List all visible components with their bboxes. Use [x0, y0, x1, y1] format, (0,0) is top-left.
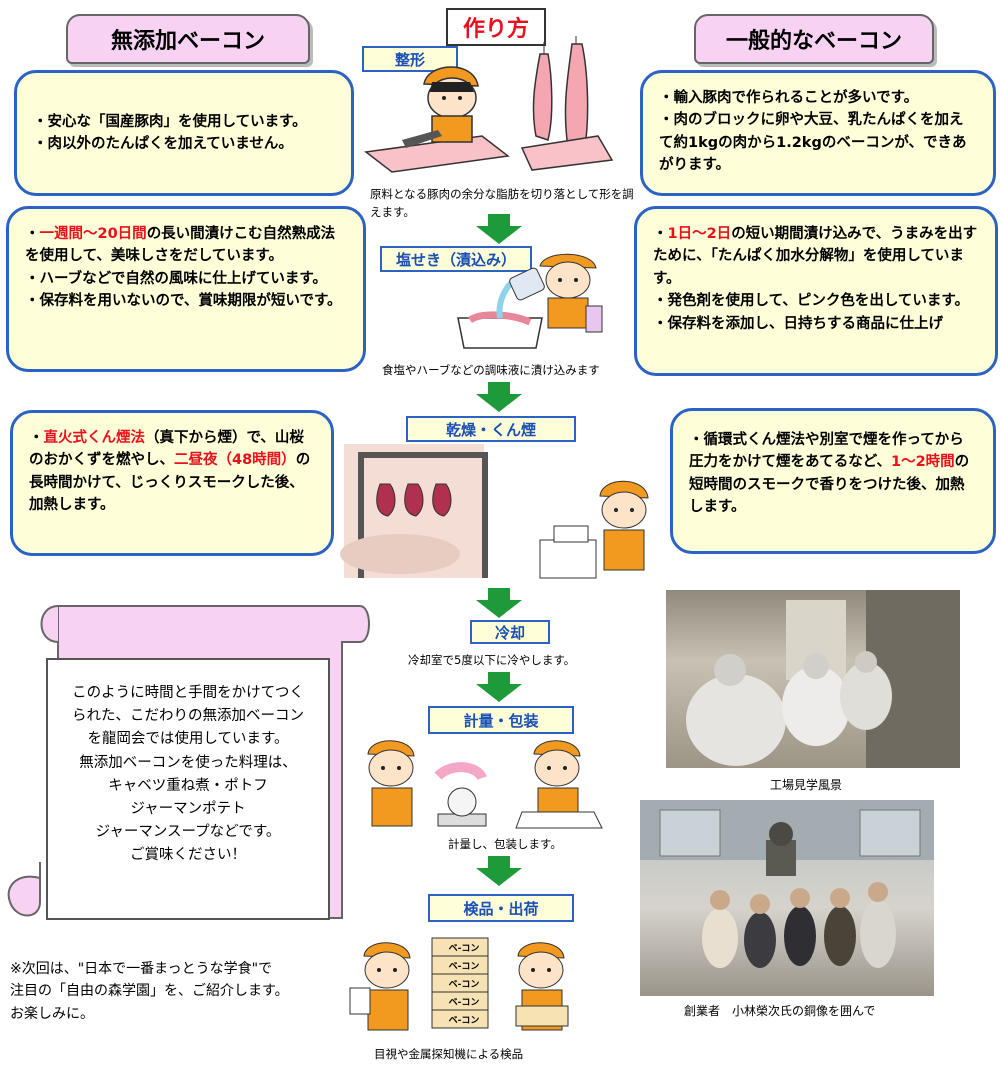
step2-illustration	[457, 253, 603, 349]
card-text: ・安心な「国産豚肉」を使用しています。	[33, 114, 307, 130]
card-line: ・一週間～20日間の長い間漬けこむ自然熟成法を使用して、美味しさをだしています。	[25, 223, 347, 268]
step-label-4: 冷却	[470, 620, 550, 644]
card-line: ・肉以外のたんぱくを加えていません。	[33, 133, 335, 155]
step-caption-6: 目視や金属探知機による検品	[374, 1047, 524, 1061]
step-label-2: 塩せき（漬込み）	[380, 246, 532, 272]
box-label: ベ-コン	[448, 980, 480, 990]
step-caption-2: 食塩やハーブなどの調味液に漬け込みます	[382, 363, 600, 377]
right-card-2: ・1日～2日の短い期間漬け込みで、うまみを出すために、「たんぱく加水分解物」を使…	[634, 206, 998, 376]
card-text: ・	[29, 430, 44, 446]
card-line: ・直火式くん煙法（真下から煙）で、山桜のおかくずを燃やし、二昼夜（48時間）の長…	[29, 427, 315, 517]
card-text: の長時間かけて、じっくりスモークした後、加熱します。	[29, 452, 311, 514]
footer-line: ※次回は、"日本で一番まっとうな学食"で	[10, 961, 273, 977]
left-card-2: ・一週間～20日間の長い間漬けこむ自然熟成法を使用して、美味しさをだしています。…	[6, 206, 366, 372]
box-label: ベ-コン	[448, 1016, 480, 1026]
step-label-1: 整形	[362, 46, 458, 72]
factory-tour-photo	[666, 590, 960, 768]
card-line: ・保存料を添加し、日持ちする商品に仕上げ	[653, 313, 979, 335]
photo-caption-1: 工場見学風景	[770, 778, 843, 792]
highlight-text: 1日～2日	[667, 226, 732, 242]
card-line: ・発色剤を使用して、ピンク色を出しています。	[653, 290, 979, 312]
card-text: （真下から煙）で、山桜のおかくずを燃やし、	[29, 430, 304, 469]
card-text: の長い間漬けこむ自然熟成法を使用して、美味しさをだしています。	[25, 226, 336, 265]
photo-caption-2: 創業者 小林榮次氏の銅像を囲んで	[684, 1004, 876, 1018]
scroll-line: を龍岡会では使用しています。	[87, 731, 289, 748]
card-text: ・発色剤を使用して、ピンク色を出しています。	[653, 293, 969, 310]
right-card-1-text: ・輸入豚肉で作られることが多いです。・肉のブロックに卵や大豆、乳たんぱくを加えて…	[659, 87, 977, 177]
scroll-line: キャベツ重ね煮・ポトフ	[108, 777, 268, 794]
highlight-text: 一週間～20日間	[39, 226, 147, 242]
card-text: ・保存料を用いないので、賞味期限が短いです。	[25, 293, 342, 310]
arrow-down-icon	[476, 214, 522, 244]
footer-line: お楽しみに。	[10, 1005, 94, 1022]
step-label-5: 計量・包装	[428, 706, 574, 734]
step3-illustration	[340, 444, 649, 579]
footer-note: ※次回は、"日本で一番まっとうな学食"で 注目の「自由の森学園」を、ご紹介します…	[10, 958, 340, 1025]
founder-statue-photo	[640, 800, 934, 996]
arrow-down-icon	[476, 382, 522, 412]
scroll-line: 無添加ベーコンを使った料理は、	[79, 754, 297, 771]
card-line: ・循環式くん煙法や別室で煙を作ってから圧力をかけて煙をあてるなど、1～2時間の短…	[689, 429, 977, 519]
page-title: 作り方	[446, 8, 546, 46]
card-line: ・輸入豚肉で作られることが多いです。	[659, 87, 977, 109]
card-text: の短時間のスモークで香りをつけた後、加熱します。	[689, 454, 970, 516]
card-line: ・保存料を用いないので、賞味期限が短いです。	[25, 290, 347, 312]
box-label: ベ-コン	[448, 998, 480, 1008]
scroll-message: このように時間と手間をかけてつく られた、こだわりの無添加ベーコン を龍岡会では…	[46, 658, 330, 920]
right-card-3-text: ・循環式くん煙法や別室で煙を作ってから圧力をかけて煙をあてるなど、1～2時間の短…	[689, 429, 977, 519]
step-label-3: 乾燥・くん煙	[406, 416, 576, 442]
left-card-2-text: ・一週間～20日間の長い間漬けこむ自然熟成法を使用して、美味しさをだしています。…	[25, 223, 347, 313]
card-text: ・保存料を添加し、日持ちする商品に仕上げ	[653, 315, 943, 332]
right-card-2-text: ・1日～2日の短い期間漬け込みで、うまみを出すために、「たんぱく加水分解物」を使…	[653, 223, 979, 335]
card-text: ・肉のブロックに卵や大豆、乳たんぱくを加えて約1kgの肉から1.2kgのベーコン…	[659, 112, 967, 174]
step5-illustration	[367, 740, 603, 829]
card-text: ・	[25, 226, 40, 242]
right-card-1: ・輸入豚肉で作られることが多いです。・肉のブロックに卵や大豆、乳たんぱくを加えて…	[640, 70, 996, 196]
right-card-3: ・循環式くん煙法や別室で煙を作ってから圧力をかけて煙をあてるなど、1～2時間の短…	[670, 408, 996, 554]
arrow-down-icon	[476, 856, 522, 886]
left-tab: 無添加ベーコン	[66, 14, 310, 64]
box-label: ベ-コン	[448, 944, 480, 954]
step1-illustration	[364, 36, 614, 173]
box-label: ベ-コン	[448, 962, 480, 972]
card-text: ・肉以外のたんぱくを加えていません。	[33, 136, 293, 153]
left-card-3: ・直火式くん煙法（真下から煙）で、山桜のおかくずを燃やし、二昼夜（48時間）の長…	[10, 410, 334, 556]
arrow-down-icon	[476, 588, 522, 618]
step-caption-4: 冷却室で5度以下に冷やします。	[408, 653, 576, 667]
card-text: ・ハーブなどで自然の風味に仕上げています。	[25, 270, 327, 287]
card-line: ・肉のブロックに卵や大豆、乳たんぱくを加えて約1kgの肉から1.2kgのベーコン…	[659, 109, 977, 176]
highlight-text: 直火式くん煙法	[43, 430, 146, 446]
card-line: ・1日～2日の短い期間漬け込みで、うまみを出すために、「たんぱく加水分解物」を使…	[653, 223, 979, 290]
scroll-line: られた、こだわりの無添加ベーコン	[72, 708, 304, 725]
step6-illustration	[349, 937, 569, 1031]
step-caption-5: 計量し、包装します。	[448, 837, 562, 851]
card-text: ・	[653, 226, 668, 242]
scroll-line: このように時間と手間をかけてつく	[72, 685, 304, 701]
card-text: ・循環式くん煙法や別室で煙を作ってから圧力をかけて煙をあてるなど、	[689, 432, 964, 471]
left-card-3-text: ・直火式くん煙法（真下から煙）で、山桜のおかくずを燃やし、二昼夜（48時間）の長…	[29, 427, 315, 517]
step-caption-1: 原料となる豚肉の余分な脂肪を切り落として形を調えます。	[370, 187, 634, 219]
step-label-6: 検品・出荷	[428, 894, 574, 922]
arrow-down-icon	[476, 672, 522, 702]
card-line: ・ハーブなどで自然の風味に仕上げています。	[25, 268, 347, 290]
scroll-line: ジャーマンポテト	[130, 800, 246, 817]
left-card-1-text: ・安心な「国産豚肉」を使用しています。・肉以外のたんぱくを加えていません。	[33, 111, 335, 156]
left-card-1: ・安心な「国産豚肉」を使用しています。・肉以外のたんぱくを加えていません。	[14, 70, 354, 196]
card-line: ・安心な「国産豚肉」を使用しています。	[33, 111, 335, 133]
scroll-line: ジャーマンスープなどです。	[95, 824, 281, 841]
highlight-text: 二昼夜（48時間）	[174, 452, 296, 469]
card-text: の短い期間漬け込みで、うまみを出すために、「たんぱく加水分解物」を使用しています…	[653, 226, 978, 287]
scroll-line: ご賞味ください！	[130, 847, 246, 864]
right-tab: 一般的なベーコン	[694, 14, 934, 64]
footer-line: 注目の「自由の森学園」を、ご紹介します。	[10, 983, 289, 1000]
card-text: ・輸入豚肉で作られることが多いです。	[659, 90, 919, 106]
highlight-text: 1～2時間	[890, 454, 955, 471]
